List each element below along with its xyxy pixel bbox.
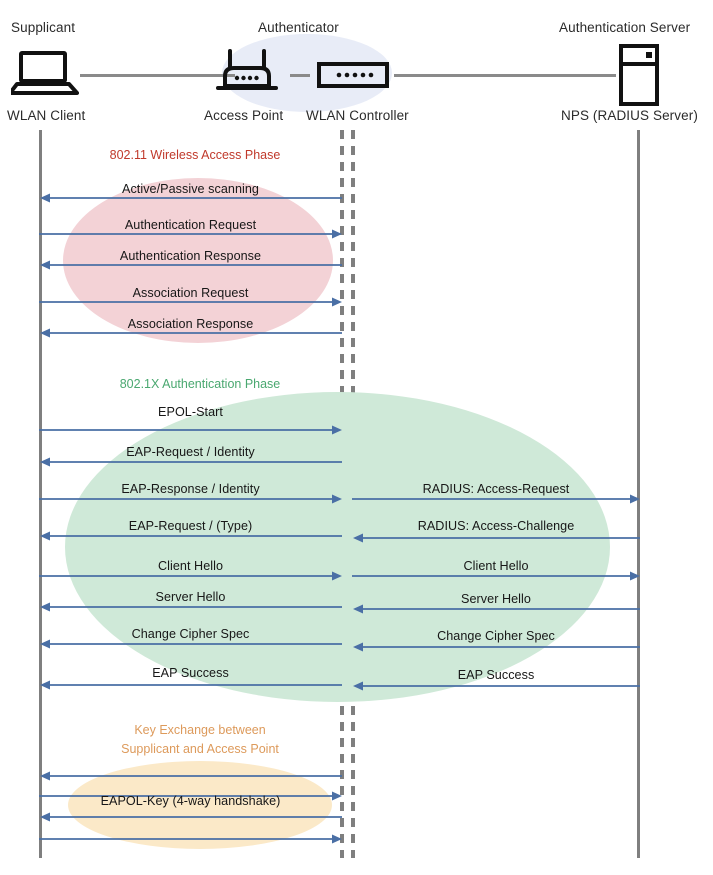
- wire-controller-to-server: [394, 74, 616, 77]
- message-arrow-m17: [39, 834, 342, 844]
- message-label-m2: Authentication Request: [124, 218, 257, 232]
- message-arrow-r1: [352, 494, 640, 504]
- phase-caption-keyexchange-line1: Key Exchange between: [134, 723, 266, 737]
- message-arrow-m1: [40, 193, 342, 203]
- message-arrow-m13: [40, 680, 342, 690]
- actor-title-authenticator: Authenticator: [258, 20, 339, 35]
- message-arrow-m4: [39, 297, 342, 307]
- actor-title-supplicant: Supplicant: [11, 20, 76, 35]
- access-point-icon: [216, 49, 278, 90]
- wire-ap-to-controller: [290, 74, 310, 77]
- message-label-m16: EAPOL-Key (4-way handshake): [100, 794, 281, 808]
- wire-client-to-ap: [80, 74, 235, 77]
- message-arrow-m10: [39, 571, 342, 581]
- message-arrow-r5: [353, 642, 640, 652]
- phase-ellipse-80211: [63, 178, 333, 343]
- message-label-r1: RADIUS: Access-Request: [422, 482, 570, 496]
- message-arrow-m7: [40, 457, 342, 467]
- message-label-r3: Client Hello: [463, 559, 529, 573]
- message-arrow-r6: [353, 681, 640, 691]
- message-arrow-r2: [353, 533, 640, 543]
- message-label-r2: RADIUS: Access-Challenge: [417, 519, 575, 533]
- message-arrow-m14: [40, 771, 342, 781]
- device-label-wlan-client: WLAN Client: [7, 108, 86, 123]
- message-label-m3: Authentication Response: [119, 249, 262, 263]
- phase-ellipse-8021x: [65, 392, 610, 702]
- device-label-nps-server: NPS (RADIUS Server): [561, 108, 698, 123]
- message-arrow-r4: [353, 604, 640, 614]
- message-arrow-m3: [40, 260, 342, 270]
- message-label-m4: Association Request: [132, 286, 249, 300]
- message-label-m1: Active/Passive scanning: [122, 182, 259, 196]
- device-label-wlan-controller: WLAN Controller: [306, 108, 409, 123]
- message-arrow-m12: [40, 639, 342, 649]
- lifeline-auth-server: [637, 130, 640, 858]
- message-arrow-m2: [39, 229, 342, 239]
- message-label-m9: EAP-Request / (Type): [128, 519, 253, 533]
- message-arrow-r3: [352, 571, 640, 581]
- message-label-m8: EAP-Response / Identity: [121, 482, 260, 496]
- message-label-m5: Association Response: [127, 317, 254, 331]
- message-label-m7: EAP-Request / Identity: [126, 445, 255, 459]
- message-arrow-m5: [40, 328, 342, 338]
- message-label-m10: Client Hello: [158, 559, 223, 573]
- laptop-icon: [11, 51, 79, 95]
- phase-caption-80211: 802.11 Wireless Access Phase: [109, 148, 281, 162]
- message-arrow-m9: [40, 531, 342, 541]
- message-arrow-m8: [39, 494, 342, 504]
- message-label-r6: EAP Success: [457, 668, 535, 682]
- lifeline-supplicant: [39, 130, 42, 858]
- device-label-access-point: Access Point: [204, 108, 284, 123]
- message-arrow-m6: [39, 425, 342, 435]
- message-arrow-m16: [40, 812, 342, 822]
- message-label-m13: EAP Success: [152, 666, 229, 680]
- message-label-m12: Change Cipher Spec: [131, 627, 250, 641]
- phase-caption-keyexchange-line2: Supplicant and Access Point: [121, 742, 279, 756]
- wlan-controller-icon: [317, 62, 389, 88]
- phase-caption-8021x: 802.1X Authentication Phase: [119, 377, 281, 391]
- server-icon: [619, 44, 659, 106]
- message-arrow-m11: [40, 602, 342, 612]
- message-label-m11: Server Hello: [155, 590, 226, 604]
- message-label-r4: Server Hello: [461, 592, 531, 606]
- actor-title-authentication-server: Authentication Server: [559, 20, 691, 35]
- message-label-m6: EPOL-Start: [158, 405, 223, 419]
- message-label-r5: Change Cipher Spec: [437, 629, 555, 643]
- message-arrow-m15: [39, 791, 342, 801]
